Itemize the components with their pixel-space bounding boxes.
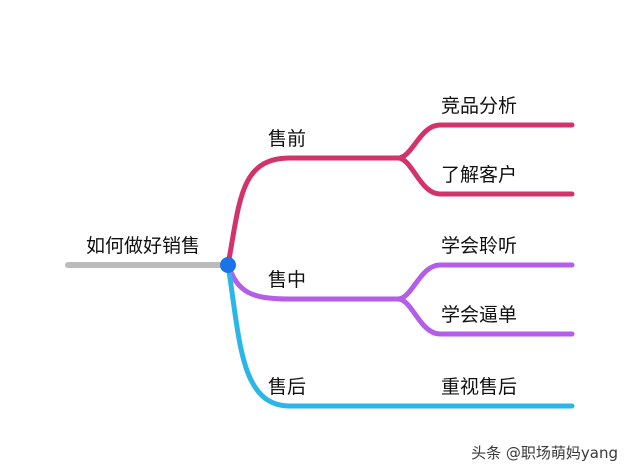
leaf-connector bbox=[395, 155, 575, 197]
branch-label-pre-sale[interactable]: 售前 bbox=[268, 128, 306, 150]
leaf-connector bbox=[395, 122, 575, 161]
leaf-label[interactable]: 了解客户 bbox=[441, 164, 517, 186]
leaf-connector bbox=[395, 262, 575, 302]
branch-label-in-sale[interactable]: 售中 bbox=[268, 269, 306, 291]
leaf-label[interactable]: 学会聆听 bbox=[441, 235, 517, 257]
branch-connector-in-sale bbox=[225, 262, 401, 302]
branch-connector-pre-sale bbox=[225, 155, 401, 268]
branch-connector-after-sale bbox=[225, 262, 575, 409]
leaf-label[interactable]: 重视售后 bbox=[441, 376, 517, 398]
root-node-dot[interactable] bbox=[220, 257, 236, 273]
watermark-text: 头条 @职场萌妈yang bbox=[471, 444, 618, 462]
leaf-label[interactable]: 学会逼单 bbox=[441, 304, 517, 326]
root-topic-label[interactable]: 如何做好销售 bbox=[86, 235, 200, 257]
leaf-label[interactable]: 竞品分析 bbox=[441, 95, 517, 117]
branch-label-after-sale[interactable]: 售后 bbox=[268, 376, 306, 398]
leaf-connector bbox=[395, 296, 575, 337]
